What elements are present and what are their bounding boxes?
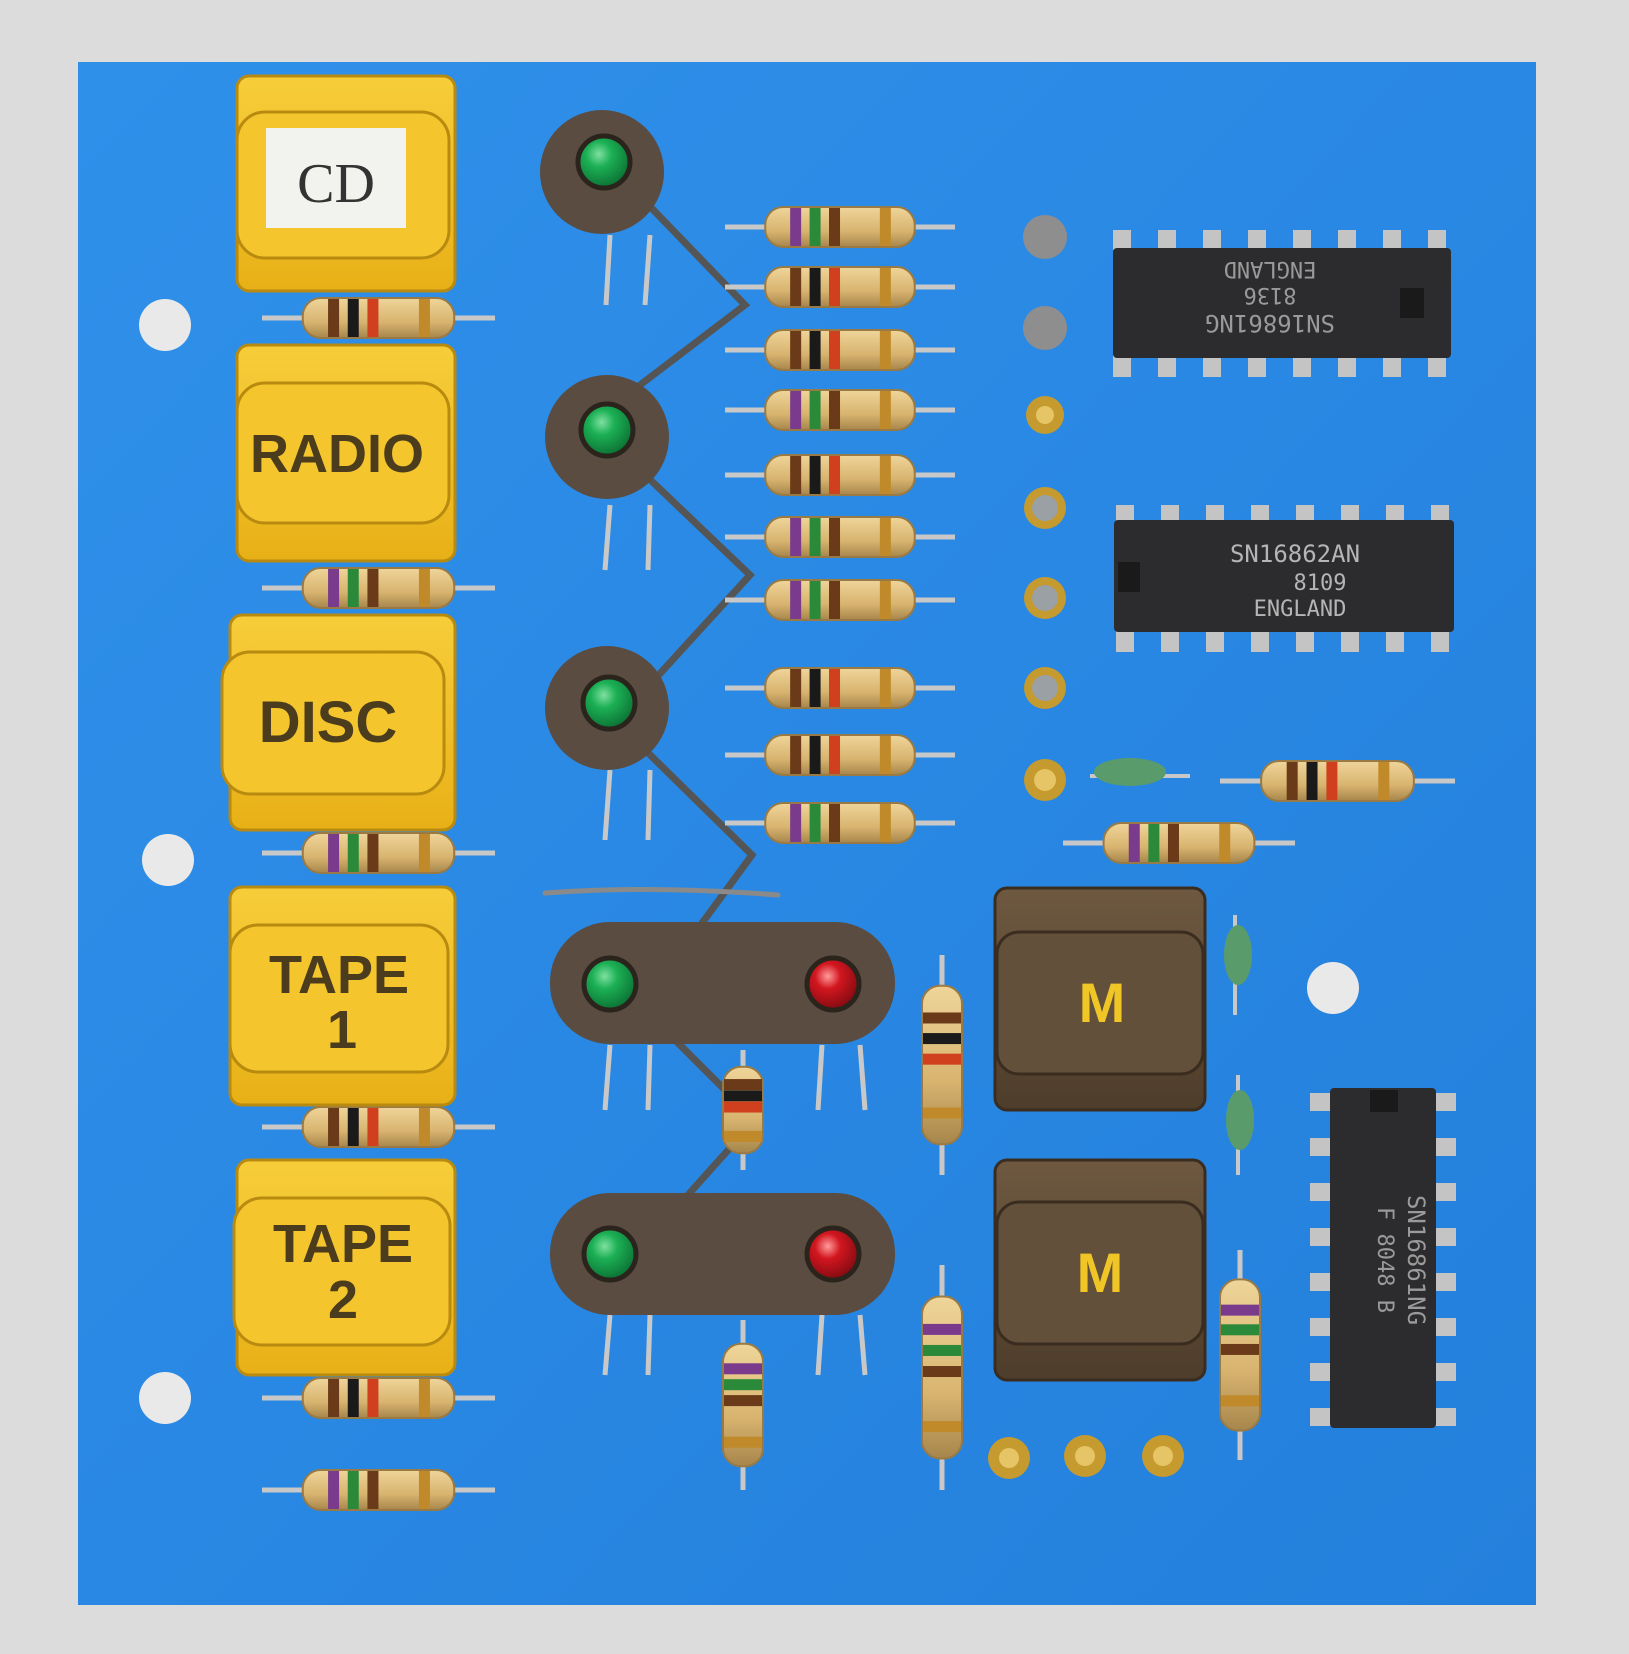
radio-label: RADIO	[250, 424, 424, 484]
mounting-hole	[1307, 962, 1359, 1014]
memory-button-1[interactable]: M	[993, 886, 1207, 1112]
chip2-line2: 8109	[1294, 571, 1347, 596]
resistor	[725, 802, 955, 844]
led-green	[580, 674, 638, 732]
resistor	[1063, 822, 1295, 864]
led-holder-3	[545, 646, 669, 770]
capacitors	[1090, 758, 1254, 1175]
cd-button[interactable]: CD	[235, 74, 457, 293]
resistor	[722, 1050, 764, 1170]
solder-pads	[988, 215, 1184, 1479]
resistor	[262, 567, 495, 609]
resistor	[725, 389, 955, 431]
tape1-label-line1: TAPE	[269, 945, 409, 1005]
resistor	[725, 266, 955, 308]
ic-chip-2: SN16862AN 8109 ENGLAND	[1114, 505, 1454, 652]
chip2-line3: ENGLAND	[1254, 597, 1347, 622]
resistor	[1220, 760, 1455, 802]
memory-button-2[interactable]: M	[993, 1158, 1207, 1382]
chip1-line2: 8136	[1244, 282, 1297, 307]
led-green	[578, 401, 636, 459]
led-pins	[602, 234, 868, 1376]
resistor	[262, 1106, 495, 1148]
radio-button[interactable]: RADIO	[235, 343, 457, 563]
resistor	[725, 734, 955, 776]
led-green	[581, 955, 639, 1013]
tape1-button[interactable]: TAPE 1	[228, 885, 457, 1107]
tape2-button[interactable]: TAPE 2	[232, 1158, 457, 1377]
resistor	[921, 955, 963, 1175]
ic-chip-3: SN16861NG F 8048 B	[1310, 1088, 1456, 1428]
resistor	[262, 1377, 495, 1419]
mounting-hole	[139, 1372, 191, 1424]
led-holder-2	[545, 375, 669, 499]
resistor	[1219, 1250, 1261, 1460]
tape2-label-line1: TAPE	[273, 1214, 413, 1274]
led-holder-1	[540, 110, 664, 234]
disc-button[interactable]: DISC	[220, 613, 457, 832]
resistor	[262, 1469, 495, 1511]
disc-label: DISC	[259, 690, 398, 755]
led-holder-dual-1	[550, 922, 895, 1044]
chip3-line2: F 8048 B	[1372, 1207, 1397, 1313]
led-green	[575, 133, 633, 191]
chip1-line1: SN16861NG	[1205, 309, 1335, 337]
resistors	[262, 206, 1455, 1511]
resistor	[725, 329, 955, 371]
mounting-hole	[139, 299, 191, 351]
memory-label-2: M	[1077, 1241, 1124, 1304]
resistor	[921, 1265, 963, 1490]
led-red	[804, 955, 862, 1013]
mounting-hole	[142, 834, 194, 886]
led-green	[581, 1225, 639, 1283]
led-holder-dual-2	[550, 1193, 895, 1315]
cd-label: CD	[297, 153, 375, 215]
tape1-label-line2: 1	[327, 1000, 357, 1060]
resistor	[262, 297, 495, 339]
tape2-label-line2: 2	[328, 1270, 358, 1330]
resistor	[725, 516, 955, 558]
chip1-line3: ENGLAND	[1224, 256, 1317, 281]
led-red	[804, 1225, 862, 1283]
resistor	[725, 667, 955, 709]
resistor	[725, 206, 955, 248]
chip2-line1: SN16862AN	[1230, 540, 1360, 568]
resistor	[725, 579, 955, 621]
resistor	[725, 454, 955, 496]
ic-chip-1: SN16861NG 8136 ENGLAND	[1113, 230, 1451, 377]
memory-label-1: M	[1079, 971, 1126, 1034]
resistor	[262, 832, 495, 874]
chip3-line1: SN16861NG	[1402, 1195, 1430, 1325]
resistor	[722, 1320, 764, 1490]
